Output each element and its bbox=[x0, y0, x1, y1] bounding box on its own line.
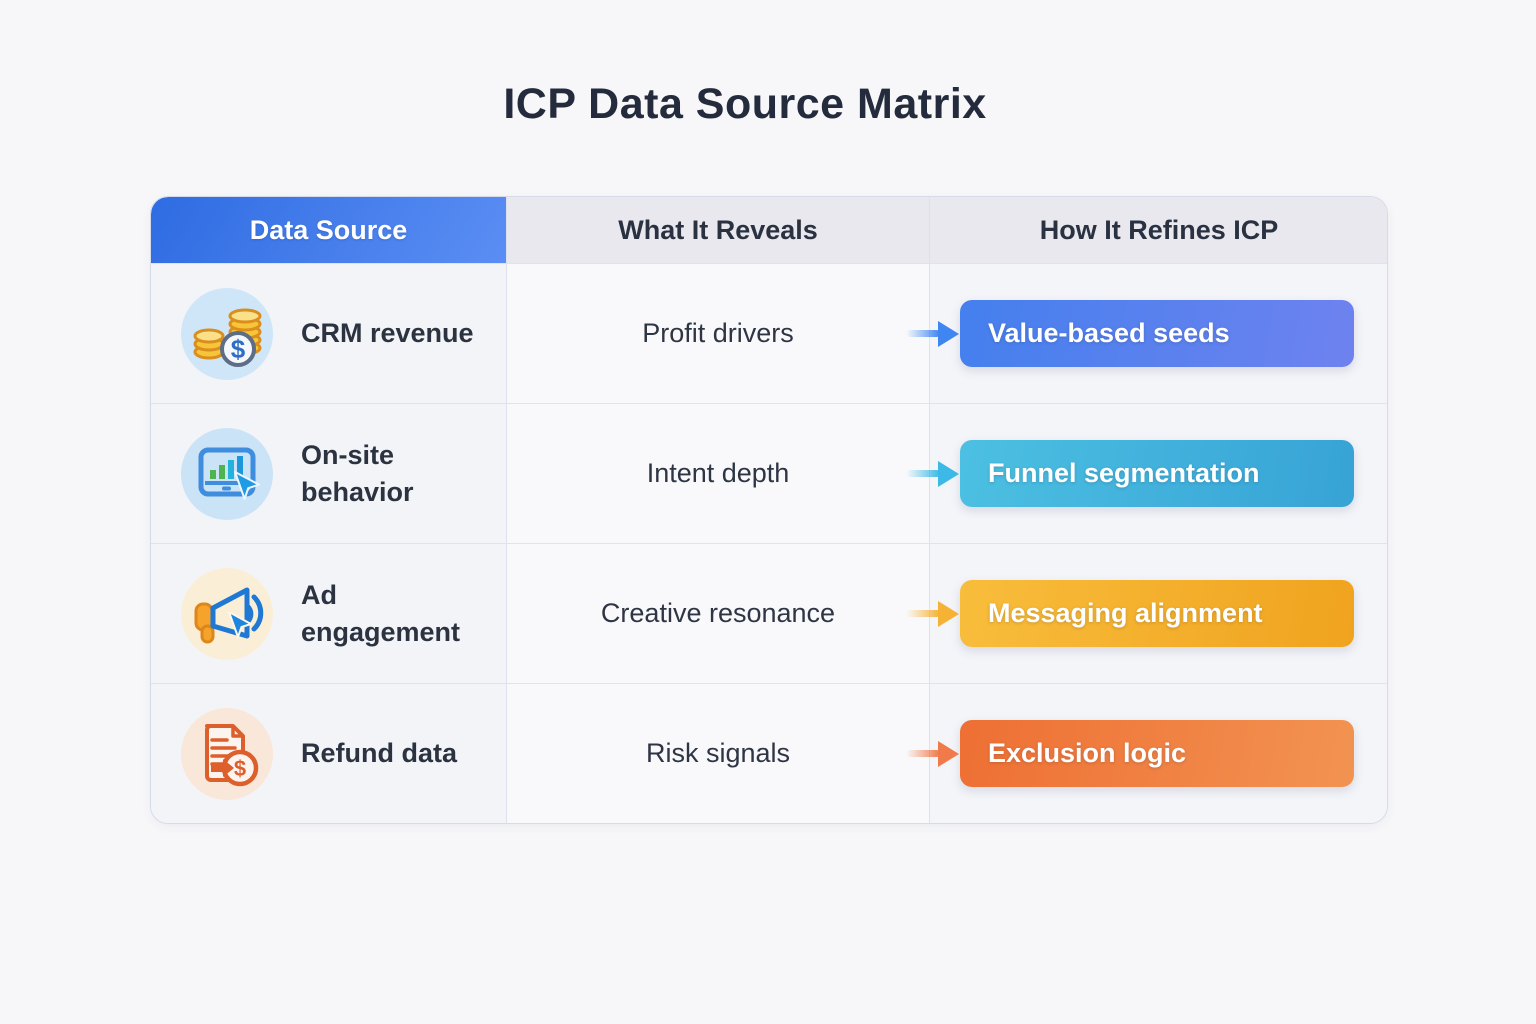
reveals-label: Creative resonance bbox=[600, 598, 836, 628]
svg-text:$: $ bbox=[231, 334, 246, 364]
funnel-segmentation-button[interactable]: Funnel segmentation bbox=[960, 440, 1354, 507]
source-label: Refund data bbox=[301, 738, 458, 769]
source-label: CRM revenue bbox=[301, 318, 474, 349]
table-row-refund-data-refines-cell: Exclusion logic bbox=[906, 683, 1387, 823]
messaging-alignment-button[interactable]: Messaging alignment bbox=[960, 580, 1354, 647]
table-row-crm-revenue-reveals-cell: Profit drivers bbox=[507, 263, 930, 403]
page-title: ICP Data Source Matrix bbox=[503, 80, 987, 128]
table-row-onsite-behavior-source-cell: On-site behavior bbox=[151, 403, 507, 543]
column-header-what-it-reveals: What It Reveals bbox=[507, 197, 930, 263]
table-row-refund-data-source-cell: $ Refund data bbox=[151, 683, 507, 823]
reveals-label: Profit drivers bbox=[642, 318, 794, 348]
table-row-ad-engagement-refines-cell: Messaging alignment bbox=[906, 543, 1387, 683]
table-row-onsite-behavior-refines-cell: Funnel segmentation bbox=[906, 403, 1387, 543]
column-header-data-source: Data Source bbox=[151, 197, 507, 263]
value-based-seeds-button[interactable]: Value-based seeds bbox=[960, 300, 1354, 367]
reveals-label: Intent depth bbox=[646, 458, 790, 488]
megaphone-cursor-icon bbox=[179, 566, 275, 662]
reveals-label: Risk signals bbox=[645, 738, 791, 768]
table-row-ad-engagement-source-cell: Ad engagement bbox=[151, 543, 507, 683]
table-row-crm-revenue-source-cell: $ CRM revenue bbox=[151, 263, 507, 403]
column-header-how-it-refines-icp: How It Refines ICP bbox=[930, 197, 1387, 263]
data-source-matrix-table: Data Source What It Reveals How It Refin… bbox=[150, 196, 1388, 824]
source-label: On-site behavior bbox=[301, 440, 414, 507]
table-row-crm-revenue-refines-cell: Value-based seeds bbox=[906, 263, 1387, 403]
svg-text:$: $ bbox=[234, 756, 246, 781]
coins-dollar-icon: $ bbox=[179, 286, 275, 382]
table-row-refund-data-reveals-cell: Risk signals bbox=[507, 683, 930, 823]
table-row-onsite-behavior-reveals-cell: Intent depth bbox=[507, 403, 930, 543]
screen-analytics-cursor-icon bbox=[179, 426, 275, 522]
source-label: Ad engagement bbox=[301, 580, 461, 647]
refund-document-icon: $ bbox=[179, 706, 275, 802]
exclusion-logic-button[interactable]: Exclusion logic bbox=[960, 720, 1354, 787]
table-row-ad-engagement-reveals-cell: Creative resonance bbox=[507, 543, 930, 683]
